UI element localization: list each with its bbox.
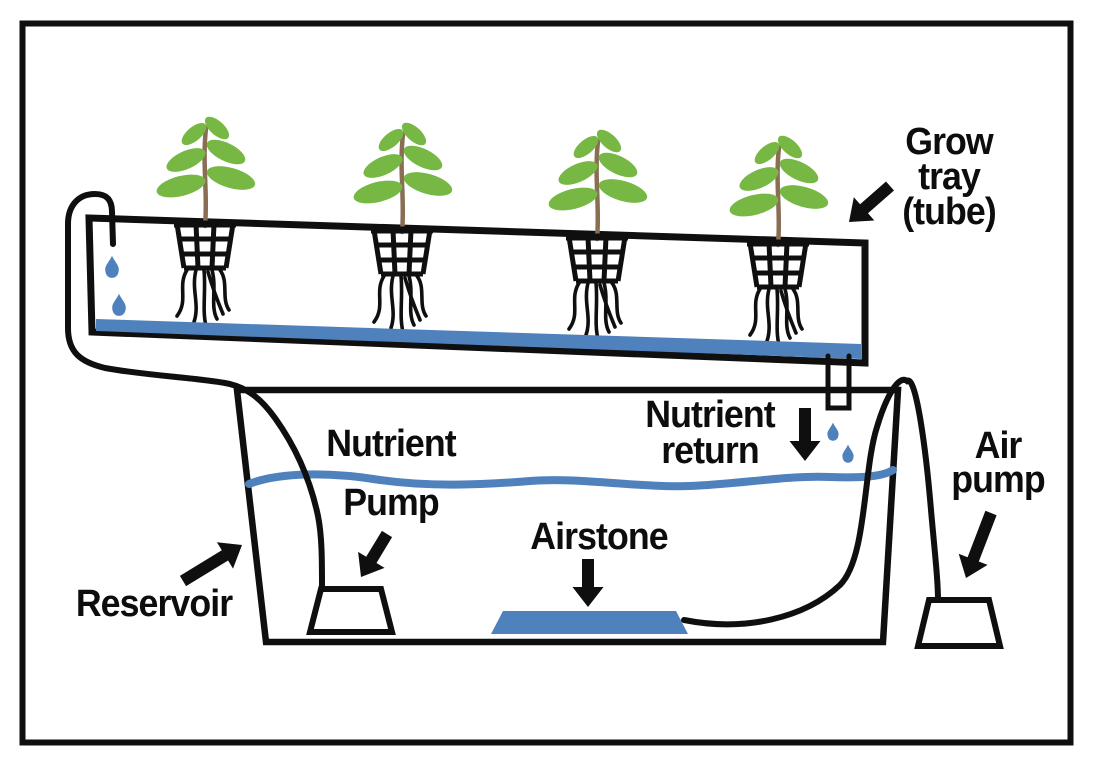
grow-tray-arrow [849,181,894,222]
nutrient-pump-label: Nutrient Pump [311,423,471,524]
grow-tray-label-line3: (tube) [902,191,996,233]
air-pump-label: Air pump [928,425,1069,501]
nutrient-return-label-line2: return [661,430,760,472]
nutrient-pump [306,586,396,635]
reservoir-label-text: Reservoir [75,583,233,625]
reservoir-tank [233,386,902,646]
air-pump-arrow [958,510,997,578]
annotation-arrows [179,181,997,607]
airstone-arrow [572,559,604,607]
reservoir-arrow [179,542,242,587]
airstone-label: Airstone [519,516,679,558]
nutrient-film [96,319,861,359]
water-line [245,466,897,491]
air-pump-label-line1: Air [974,425,1023,467]
grow-tray-label-line2: tray [918,156,981,198]
pump-tube [65,190,325,591]
air-pump [914,597,1004,649]
grow-tray-label: Grow tray (tube) [878,121,1021,233]
airstone [491,611,688,634]
nutrient-pump-label-line2: Pump [343,482,439,524]
nutrient-pump-arrow [358,530,393,577]
drain-pipe [825,353,852,411]
nutrient-pump-label-line1: Nutrient [326,423,456,465]
nutrient-return-arrow [789,408,821,461]
airstone-label-text: Airstone [530,516,668,558]
nutrient-return-label-line1: Nutrient [645,394,775,436]
border-frame [19,20,1074,746]
air-tube [681,376,941,628]
air-pump-label-line2: pump [951,459,1045,501]
grow-tray-label-line1: Grow [905,121,993,163]
nutrient-return-label: Nutrient return [630,394,790,472]
reservoir-label: Reservoir [69,583,238,625]
